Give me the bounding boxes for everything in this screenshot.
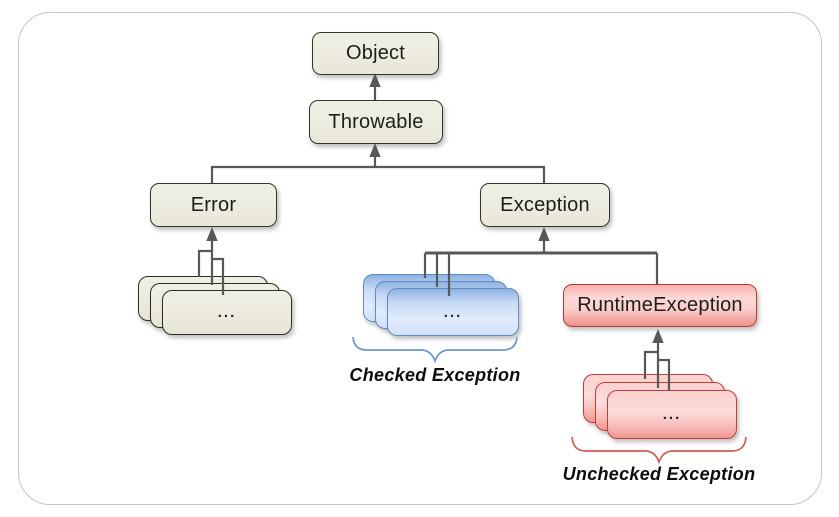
node-object: Object <box>312 32 439 75</box>
stack-card-front: ... <box>162 290 292 335</box>
stack-card-front: ... <box>607 390 737 439</box>
stack-card-front: ... <box>387 288 519 336</box>
checked-exception-label: Checked Exception <box>349 365 521 385</box>
unchecked-exception-label: Unchecked Exception <box>562 464 756 484</box>
node-exception: Exception <box>480 183 610 227</box>
node-error: Error <box>150 183 277 227</box>
node-runtime-exception: RuntimeException <box>563 284 757 327</box>
node-throwable: Throwable <box>309 100 443 144</box>
